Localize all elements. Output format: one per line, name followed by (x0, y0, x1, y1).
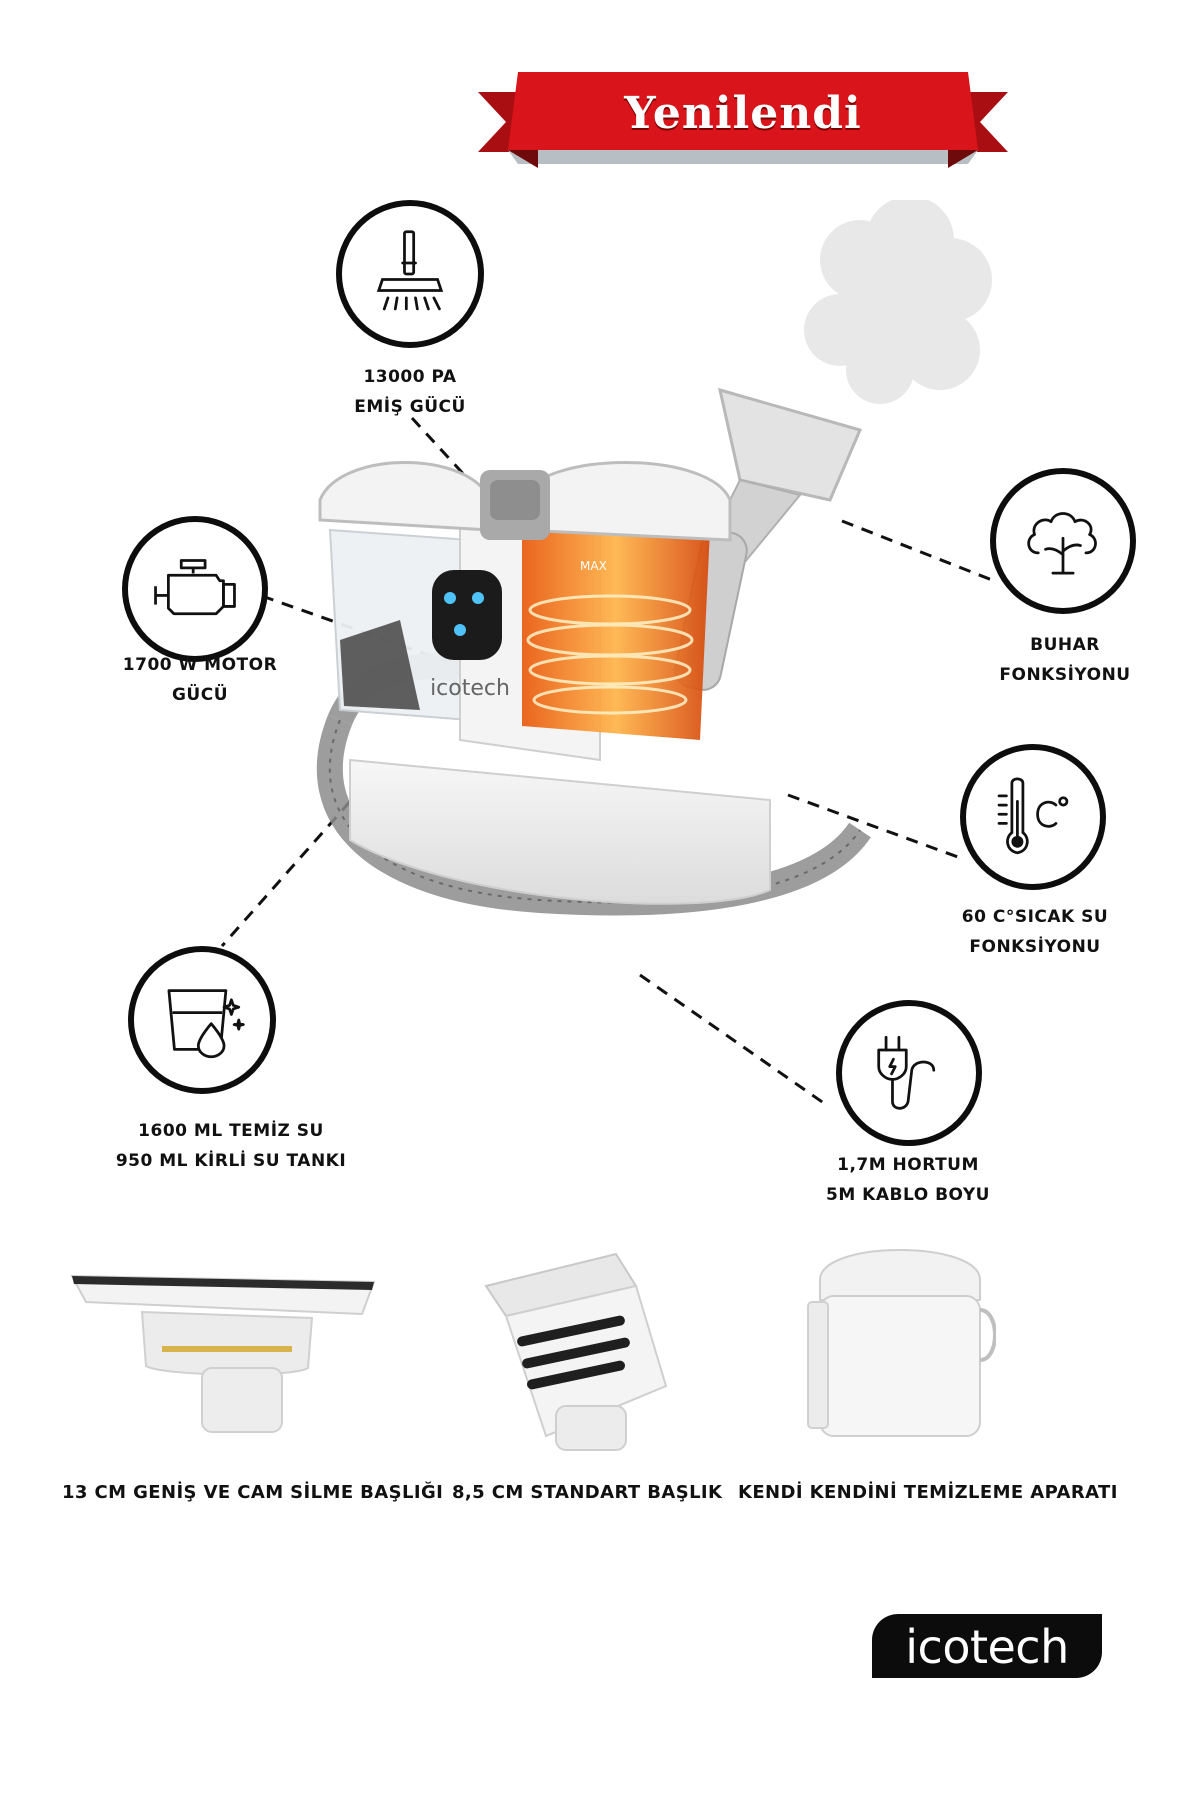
water-cup-icon (128, 946, 276, 1094)
banner-title: Yenilendi (624, 88, 862, 139)
vacuum-head-icon (336, 200, 484, 348)
accessory-label-brush: 8,5 CM STANDART BAŞLIK (452, 1482, 723, 1503)
accessory-self-clean (800, 1240, 997, 1440)
suction-line1: 13000 PA (363, 367, 457, 387)
renewed-banner: Yenilendi (478, 72, 1008, 172)
hose-line1: 1,7M HORTUM (837, 1155, 979, 1175)
heated-tank (522, 520, 710, 740)
carpet-cleaner-illustration: icotech MAX (316, 200, 992, 916)
plug-icon (836, 1000, 982, 1146)
brand-logo: icotech (872, 1614, 1102, 1678)
hose-label: 1,7M HORTUM 5M KABLO BOYU (808, 1150, 1008, 1210)
hose-line2: 5M KABLO BOYU (826, 1185, 990, 1205)
brush-nozzle-icon (484, 1252, 668, 1451)
accessory-wide-nozzle (62, 1268, 378, 1434)
motor-line1: 1700 W MOTOR (122, 655, 278, 675)
hot-water-line1: 60 C°SICAK SU (961, 907, 1109, 927)
suction-label: 13000 PA EMİŞ GÜCÜ (310, 362, 510, 422)
suction-line2: EMİŞ GÜCÜ (354, 397, 466, 417)
engine-icon (122, 516, 268, 662)
self-clean-tray-icon (807, 1249, 997, 1437)
steam-cloud (804, 200, 992, 404)
steam-label: BUHAR FONKSİYONU (965, 630, 1165, 690)
accessory-label-self-clean: KENDİ KENDİNİ TEMİZLEME APARATI (738, 1482, 1118, 1503)
tank-line2: 950 ML KİRLİ SU TANKI (115, 1151, 347, 1171)
steam-line2: FONKSİYONU (999, 665, 1131, 685)
accessory-label-wide: 13 CM GENİŞ VE CAM SİLME BAŞLIĞI (62, 1482, 444, 1503)
steam-icon (990, 468, 1136, 614)
body-brand: icotech (430, 676, 510, 701)
motor-line2: GÜCÜ (171, 685, 229, 705)
accessory-brush-nozzle (476, 1246, 676, 1456)
motor-label: 1700 W MOTOR GÜCÜ (100, 650, 300, 710)
brand-logo-text: icotech (905, 1620, 1069, 1674)
thermometer-icon (960, 744, 1106, 890)
steam-line1: BUHAR (1030, 635, 1100, 655)
ribbon-icon (478, 72, 1008, 168)
wide-nozzle-icon (70, 1274, 376, 1433)
tank-line1: 1600 ML TEMİZ SU (138, 1121, 324, 1141)
hot-water-label: 60 C°SICAK SU FONKSİYONU (935, 902, 1135, 962)
tank-max-label: MAX (580, 559, 607, 573)
hot-water-line2: FONKSİYONU (969, 937, 1101, 957)
tank-label: 1600 ML TEMİZ SU 950 ML KİRLİ SU TANKI (96, 1116, 366, 1176)
